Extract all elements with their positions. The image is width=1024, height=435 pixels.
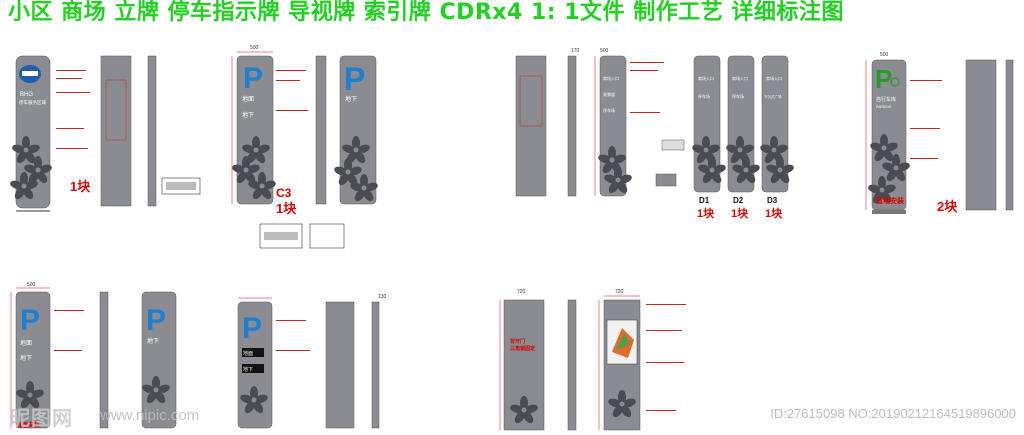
sign-parking-row2-a: P 地面 地下 xyxy=(15,291,51,429)
watermark-id: ID:27615098 NO:20190212164519896000 xyxy=(770,406,1016,421)
sign-parking-row2-b: P 地下 xyxy=(141,291,177,429)
svg-text:地面: 地面 xyxy=(242,95,254,103)
count-d1: 1块 xyxy=(697,208,715,220)
bhg-brand: BHG xyxy=(20,92,33,98)
annotation-marks xyxy=(54,62,942,411)
dimension-lines xyxy=(10,51,867,430)
sign-parking-c3: P 地面 地下 xyxy=(231,55,277,205)
svg-text:P: P xyxy=(875,64,892,94)
svg-text:地下: 地下 xyxy=(147,337,159,345)
count-parking1: 1块 xyxy=(276,201,297,216)
dim-width-500-c: 500 xyxy=(600,48,609,54)
code-d2: D2 xyxy=(733,196,744,205)
dim-width-720: 720 xyxy=(615,289,624,295)
dim-width-500-b: 500 xyxy=(27,282,36,288)
backdoor-note: 背开门 三角锁固定 xyxy=(510,339,536,352)
sign-bhg: BHG 停车服务区域 xyxy=(9,55,53,212)
bhg-subtitle: 停车服务区域 xyxy=(19,99,46,106)
code-c3: C3 xyxy=(276,186,292,200)
svg-text:P: P xyxy=(20,304,40,337)
sign-backdoor xyxy=(503,299,545,431)
sign-direction-d3: 商场入口 下沉式广场 xyxy=(759,55,795,193)
svg-text:PARKING: PARKING xyxy=(876,105,892,109)
sign-direction-d1: 商场入口 停车场 xyxy=(691,55,727,193)
svg-text:地面: 地面 xyxy=(20,339,32,347)
svg-text:地下: 地下 xyxy=(242,111,254,119)
count-d3: 1块 xyxy=(765,208,783,220)
dim-width-170: 170 xyxy=(571,48,580,54)
dim-width-720-b: 720 xyxy=(517,289,526,295)
svg-text:下沉式广场: 下沉式广场 xyxy=(764,94,782,99)
code-d3: D3 xyxy=(767,196,778,205)
dim-width-500: 500 xyxy=(250,45,259,51)
svg-text:地下: 地下 xyxy=(345,95,357,103)
sign-index-map xyxy=(603,299,641,431)
svg-text:停车场: 停车场 xyxy=(603,107,615,113)
sign-bike-parking: P 自行车库 PARKING xyxy=(867,59,911,214)
dim-width-500-d: 500 xyxy=(880,52,889,58)
sign-direction-d2: 商场入口 停车场 xyxy=(725,55,761,193)
count-d2: 1块 xyxy=(731,208,749,220)
svg-text:商场入口: 商场入口 xyxy=(698,75,714,81)
parking3-install: 直埋安装 xyxy=(16,423,41,429)
svg-text:P: P xyxy=(146,304,166,337)
count-bike: 2块 xyxy=(937,199,958,214)
code-d1: D1 xyxy=(699,196,710,205)
bike-install: 直埋安装 xyxy=(876,198,904,205)
sign-parking-row2-c: P 地面 地下 xyxy=(237,301,273,429)
parking-letter: P xyxy=(243,62,263,95)
svg-text:停车场: 停车场 xyxy=(698,93,710,99)
svg-text:地下: 地下 xyxy=(20,354,32,362)
watermark-site: 昵图网 xyxy=(10,408,73,430)
svg-text:商场入口: 商场入口 xyxy=(603,75,619,81)
watermark-url: www.nipic.com xyxy=(100,407,200,424)
sign-bhg-side xyxy=(100,55,157,207)
page-title: 小区 商场 立牌 停车指示牌 导视牌 索引牌 CDRx4 1: 1文件 制作工艺… xyxy=(8,0,844,25)
svg-text:地面: 地面 xyxy=(243,350,253,357)
svg-text:商场入口: 商场入口 xyxy=(732,75,748,81)
dim-width-130: 130 xyxy=(378,294,387,300)
sign-direction-main: 商场入口 观景道 停车场 xyxy=(597,55,633,197)
svg-text:P: P xyxy=(242,312,262,345)
svg-text:观景道: 观景道 xyxy=(603,91,615,97)
sign-parking-underground: P 地下 xyxy=(333,55,379,205)
count-bhg: 1块 xyxy=(70,179,91,194)
svg-text:商场入口: 商场入口 xyxy=(766,75,782,81)
svg-text:停车场: 停车场 xyxy=(732,93,744,99)
svg-text:P: P xyxy=(344,61,365,97)
svg-text:自行车库: 自行车库 xyxy=(876,96,896,103)
svg-text:地下: 地下 xyxy=(243,366,253,373)
